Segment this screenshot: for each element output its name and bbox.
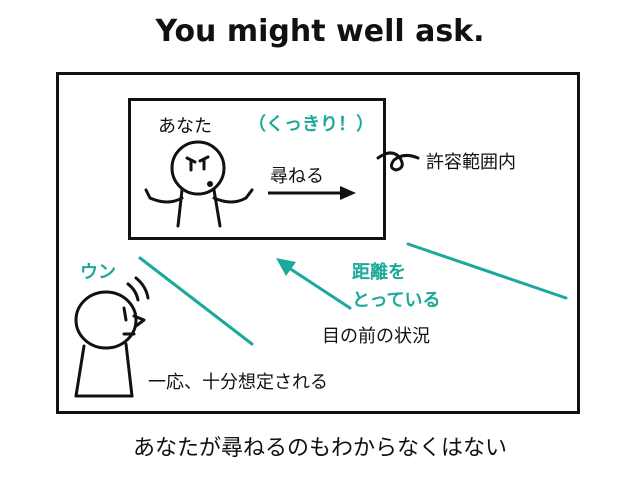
squiggle-pointer [376,151,420,172]
kyori-line1-label: 距離を [352,262,406,283]
caption: あなたが尋ねるのもわからなくはない [132,436,507,461]
kyoyou-label: 許容範囲内 [426,152,516,173]
outer-frame [56,72,580,414]
tazuneru-label: 尋ねる [270,166,324,187]
kukkiri-label: （くっきり！） [248,114,374,135]
ask-arrow [268,186,356,200]
teal-arrowhead [276,258,296,276]
listening-person-figure [74,276,150,398]
anata-label: あなた [158,116,212,137]
asking-person-figure [144,140,254,228]
jokyo-label: 目の前の状況 [322,326,430,347]
kyori-line2-label: とっている [352,290,441,311]
un-label: ウン [80,262,116,283]
title: You might well ask. [155,14,485,49]
inner-frame [128,98,386,240]
ichiou-label: 一応、十分想定される [148,372,328,393]
teal-lines [138,242,568,346]
